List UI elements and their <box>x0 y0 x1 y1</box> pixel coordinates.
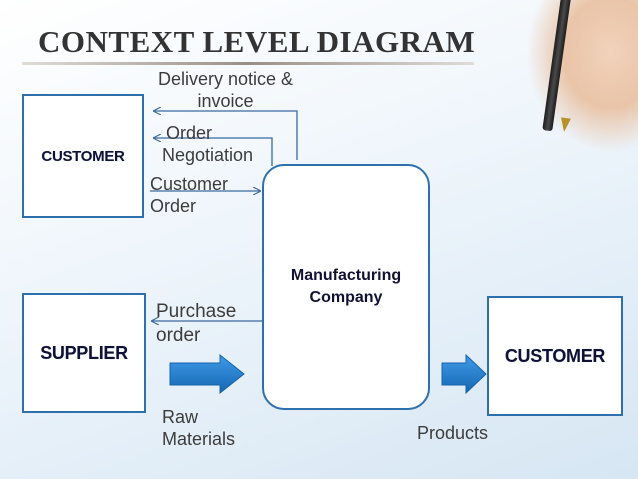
process-label-line2: Company <box>309 289 383 306</box>
raw-materials-line1: Raw <box>162 407 199 427</box>
products-arrow-icon <box>441 354 487 394</box>
products-label: Products <box>417 423 489 443</box>
order-negotiation-line1: Order <box>166 123 213 143</box>
order-negotiation-line2: Negotiation <box>162 145 254 165</box>
customer-order-line2: Order <box>150 196 197 216</box>
delivery-notice-line2: invoice <box>197 91 254 111</box>
customer-top-label: CUSTOMER <box>41 147 125 165</box>
customer-entity-right: CUSTOMER <box>487 296 623 416</box>
raw-materials-label: Raw Materials <box>162 406 235 450</box>
customer-right-label: CUSTOMER <box>504 345 606 366</box>
process-label-line1: Manufacturing <box>290 267 402 284</box>
customer-order-label: Customer Order <box>150 173 228 217</box>
customer-order-line1: Customer <box>150 174 229 194</box>
order-negotiation-connector <box>154 138 273 166</box>
page-title: CONTEXT LEVEL DIAGRAM <box>38 24 476 59</box>
manufacturing-company-process: Manufacturing Company <box>262 164 430 410</box>
delivery-notice-label: Delivery notice & invoice <box>158 68 293 112</box>
supplier-entity: SUPPLIER <box>22 293 146 413</box>
purchase-order-line1: Purchase <box>156 301 237 322</box>
purchase-order-label: Purchase order <box>156 300 236 348</box>
raw-materials-arrow-icon <box>169 354 245 394</box>
supplier-label: SUPPLIER <box>40 342 128 363</box>
customer-entity-top: CUSTOMER <box>22 94 144 218</box>
delivery-notice-connector <box>154 111 298 160</box>
purchase-order-line2: order <box>156 325 201 346</box>
raw-materials-line2: Materials <box>162 429 236 449</box>
delivery-notice-line1: Delivery notice & <box>158 69 294 89</box>
title-underline <box>22 62 474 65</box>
order-negotiation-label: Order Negotiation <box>162 122 253 166</box>
